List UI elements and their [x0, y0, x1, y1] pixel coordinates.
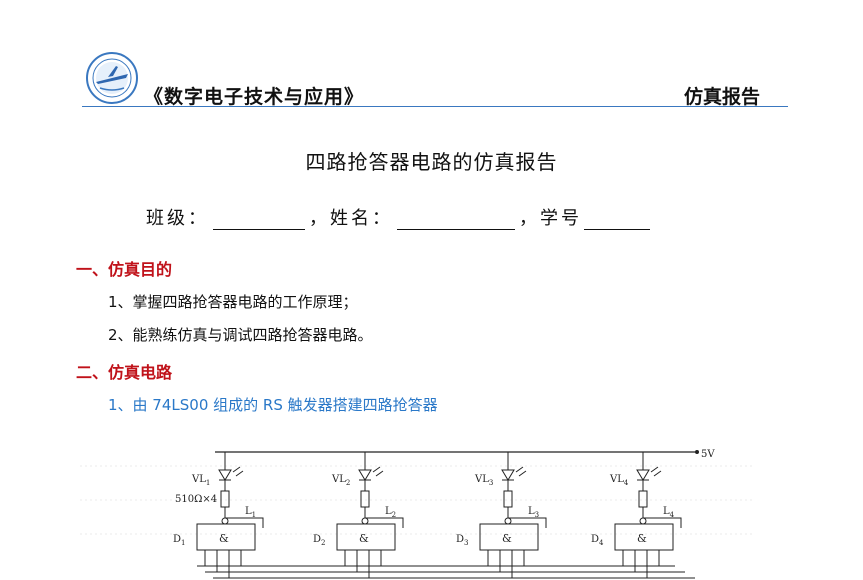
circuit-channel: [614, 452, 682, 578]
nand-gate-box: [336, 523, 396, 551]
line-label: L1: [245, 506, 256, 519]
wire: [508, 517, 547, 528]
inverter-bubble: [361, 517, 369, 525]
resistor-symbol: [503, 490, 513, 508]
gate-symbol-label: &: [502, 532, 512, 545]
led-light-arrows: [650, 466, 662, 477]
gate-label: D1: [173, 534, 186, 547]
line-label: L4: [663, 506, 675, 519]
led-symbol: [218, 469, 232, 481]
nand-gate-box: [479, 523, 539, 551]
name-blank[interactable]: [397, 209, 515, 230]
class-blank[interactable]: [213, 209, 305, 230]
inverter-bubble: [639, 517, 647, 525]
supply-label: 5V: [701, 449, 715, 460]
gate-label: D3: [456, 534, 469, 547]
separator: ，: [309, 208, 330, 229]
circuit-channel: [336, 452, 404, 578]
wire: [643, 517, 682, 528]
led-light-arrows: [372, 466, 384, 477]
section-heading: 一、仿真目的: [76, 260, 173, 279]
gate-symbol-label: &: [219, 532, 229, 545]
student-info-row: 班级： ， 姓名： ， 学号: [146, 204, 654, 230]
resistor-symbol: [220, 490, 230, 508]
led-light-arrows: [232, 466, 244, 477]
inverter-bubble: [504, 517, 512, 525]
line-label: L2: [385, 506, 396, 519]
wire: [225, 517, 264, 528]
nand-gate-box: [614, 523, 674, 551]
supply-terminal: [695, 450, 699, 454]
led-label: VL4: [609, 474, 629, 487]
gate-symbol-label: &: [359, 532, 369, 545]
class-label: 班级：: [146, 208, 209, 229]
inverter-bubble: [221, 517, 229, 525]
list-item: 1、掌握四路抢答器电路的工作原理；: [108, 293, 358, 311]
name-label: 姓名：: [330, 208, 393, 229]
nand-gate-box: [196, 523, 256, 551]
led-label: VL2: [331, 474, 350, 487]
resistor-label: 510Ω×4: [175, 494, 217, 505]
document-title: 四路抢答器电路的仿真报告: [305, 150, 558, 174]
list-item: 2、能熟练仿真与调试四路抢答器电路。: [108, 326, 373, 344]
resistor-symbol: [638, 490, 648, 508]
circuit-channel: [196, 452, 264, 578]
student-id-label: 学号: [540, 208, 582, 229]
circuit-channel: [479, 452, 547, 578]
section-heading: 二、仿真电路: [76, 363, 173, 382]
header-divider: [82, 106, 788, 107]
university-logo: [86, 52, 138, 104]
line-label: L3: [528, 506, 539, 519]
course-title: 《数字电子技术与应用》: [144, 86, 365, 108]
separator: ，: [519, 208, 540, 229]
resistor-symbol: [360, 490, 370, 508]
gate-label: D2: [313, 534, 326, 547]
led-label: VL1: [191, 474, 210, 487]
subsection-heading: 1、由 74LS00 组成的 RS 触发器搭建四路抢答器: [108, 396, 438, 414]
gate-symbol-label: &: [637, 532, 647, 545]
led-symbol: [358, 469, 372, 481]
led-symbol: [501, 469, 515, 481]
led-symbol: [636, 469, 650, 481]
gate-label: D4: [591, 534, 604, 547]
led-label: VL3: [474, 474, 493, 487]
wire: [365, 517, 404, 528]
student-id-blank[interactable]: [584, 209, 650, 230]
report-type-label: 仿真报告: [683, 86, 760, 108]
led-light-arrows: [515, 466, 527, 477]
